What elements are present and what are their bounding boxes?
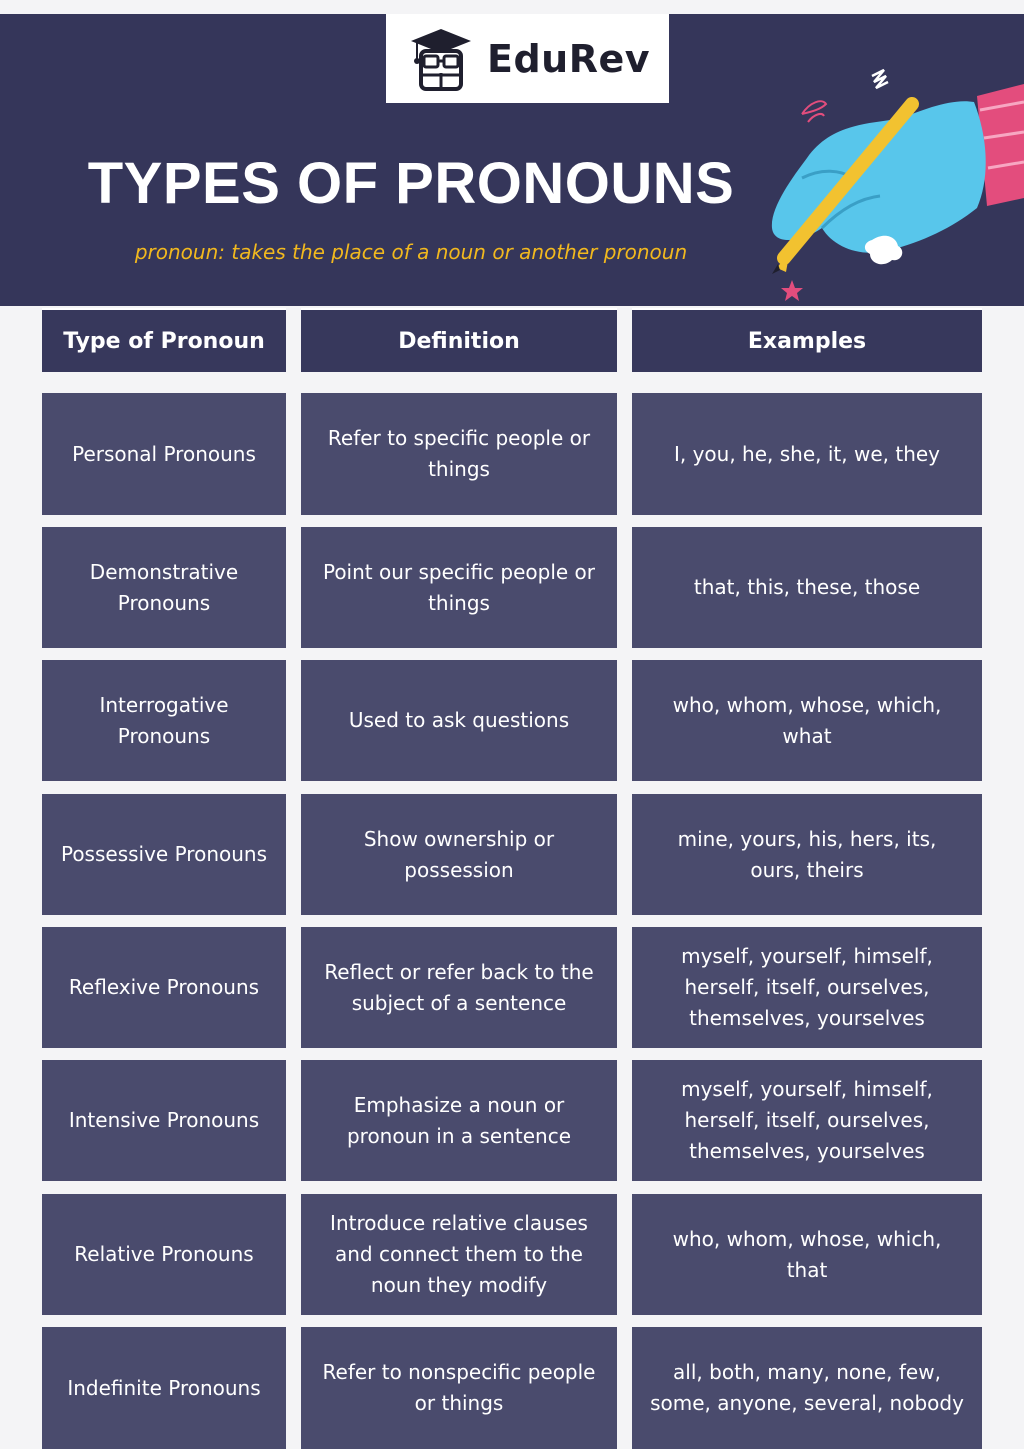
table-cell-type: Demonstrative Pronouns [42,527,286,648]
table-cell-definition: Reflect or refer back to the subject of … [301,927,617,1048]
table-cell-type: Reflexive Pronouns [42,927,286,1048]
table-cell-definition: Refer to specific people or things [301,393,617,515]
table-cell-examples: mine, yours, his, hers, its, ours, their… [632,794,982,915]
page-title: TYPES OF PRONOUNS [87,151,735,216]
table-cell-definition: Refer to nonspecific people or things [301,1327,617,1449]
table-cell-definition: Emphasize a noun or pronoun in a sentenc… [301,1060,617,1181]
brand-name: EduRev [486,36,650,81]
table-cell-type: Indefinite Pronouns [42,1327,286,1449]
table-cell-definition: Show ownership or possession [301,794,617,915]
column-header-definition: Definition [301,308,617,372]
table-cell-type: Relative Pronouns [42,1194,286,1315]
table-cell-definition: Used to ask questions [301,660,617,781]
table-cell-examples: who, whom, whose, which, that [632,1194,982,1315]
table-cell-examples: myself, yourself, himself, herself, itse… [632,927,982,1048]
table-cell-examples: that, this, these, those [632,527,982,648]
table-cell-type: Interrogative Pronouns [42,660,286,781]
header-banner: EduRev TYPES OF PRONOUNS pronoun: takes … [0,14,1024,306]
table-cell-examples: all, both, many, none, few, some, anyone… [632,1327,982,1449]
column-header-type: Type of Pronoun [42,308,286,372]
table-cell-type: Intensive Pronouns [42,1060,286,1181]
table-cell-definition: Point our specific people or things [301,527,617,648]
graduation-cap-logo-icon [410,28,471,91]
table-cell-type: Personal Pronouns [42,393,286,515]
table-cell-examples: I, you, he, she, it, we, they [632,393,982,515]
table-cell-definition: Introduce relative clauses and connect t… [301,1194,617,1315]
column-header-examples: Examples [632,308,982,372]
table-cell-type: Possessive Pronouns [42,794,286,915]
table-cell-examples: myself, yourself, himself, herself, itse… [632,1060,982,1181]
edurev-logo[interactable]: EduRev [386,14,669,103]
table-cell-examples: who, whom, whose, which, what [632,660,982,781]
hand-writing-pencil-illustration-icon [771,68,1024,301]
page-subtitle: pronoun: takes the place of a noun or an… [134,240,688,264]
